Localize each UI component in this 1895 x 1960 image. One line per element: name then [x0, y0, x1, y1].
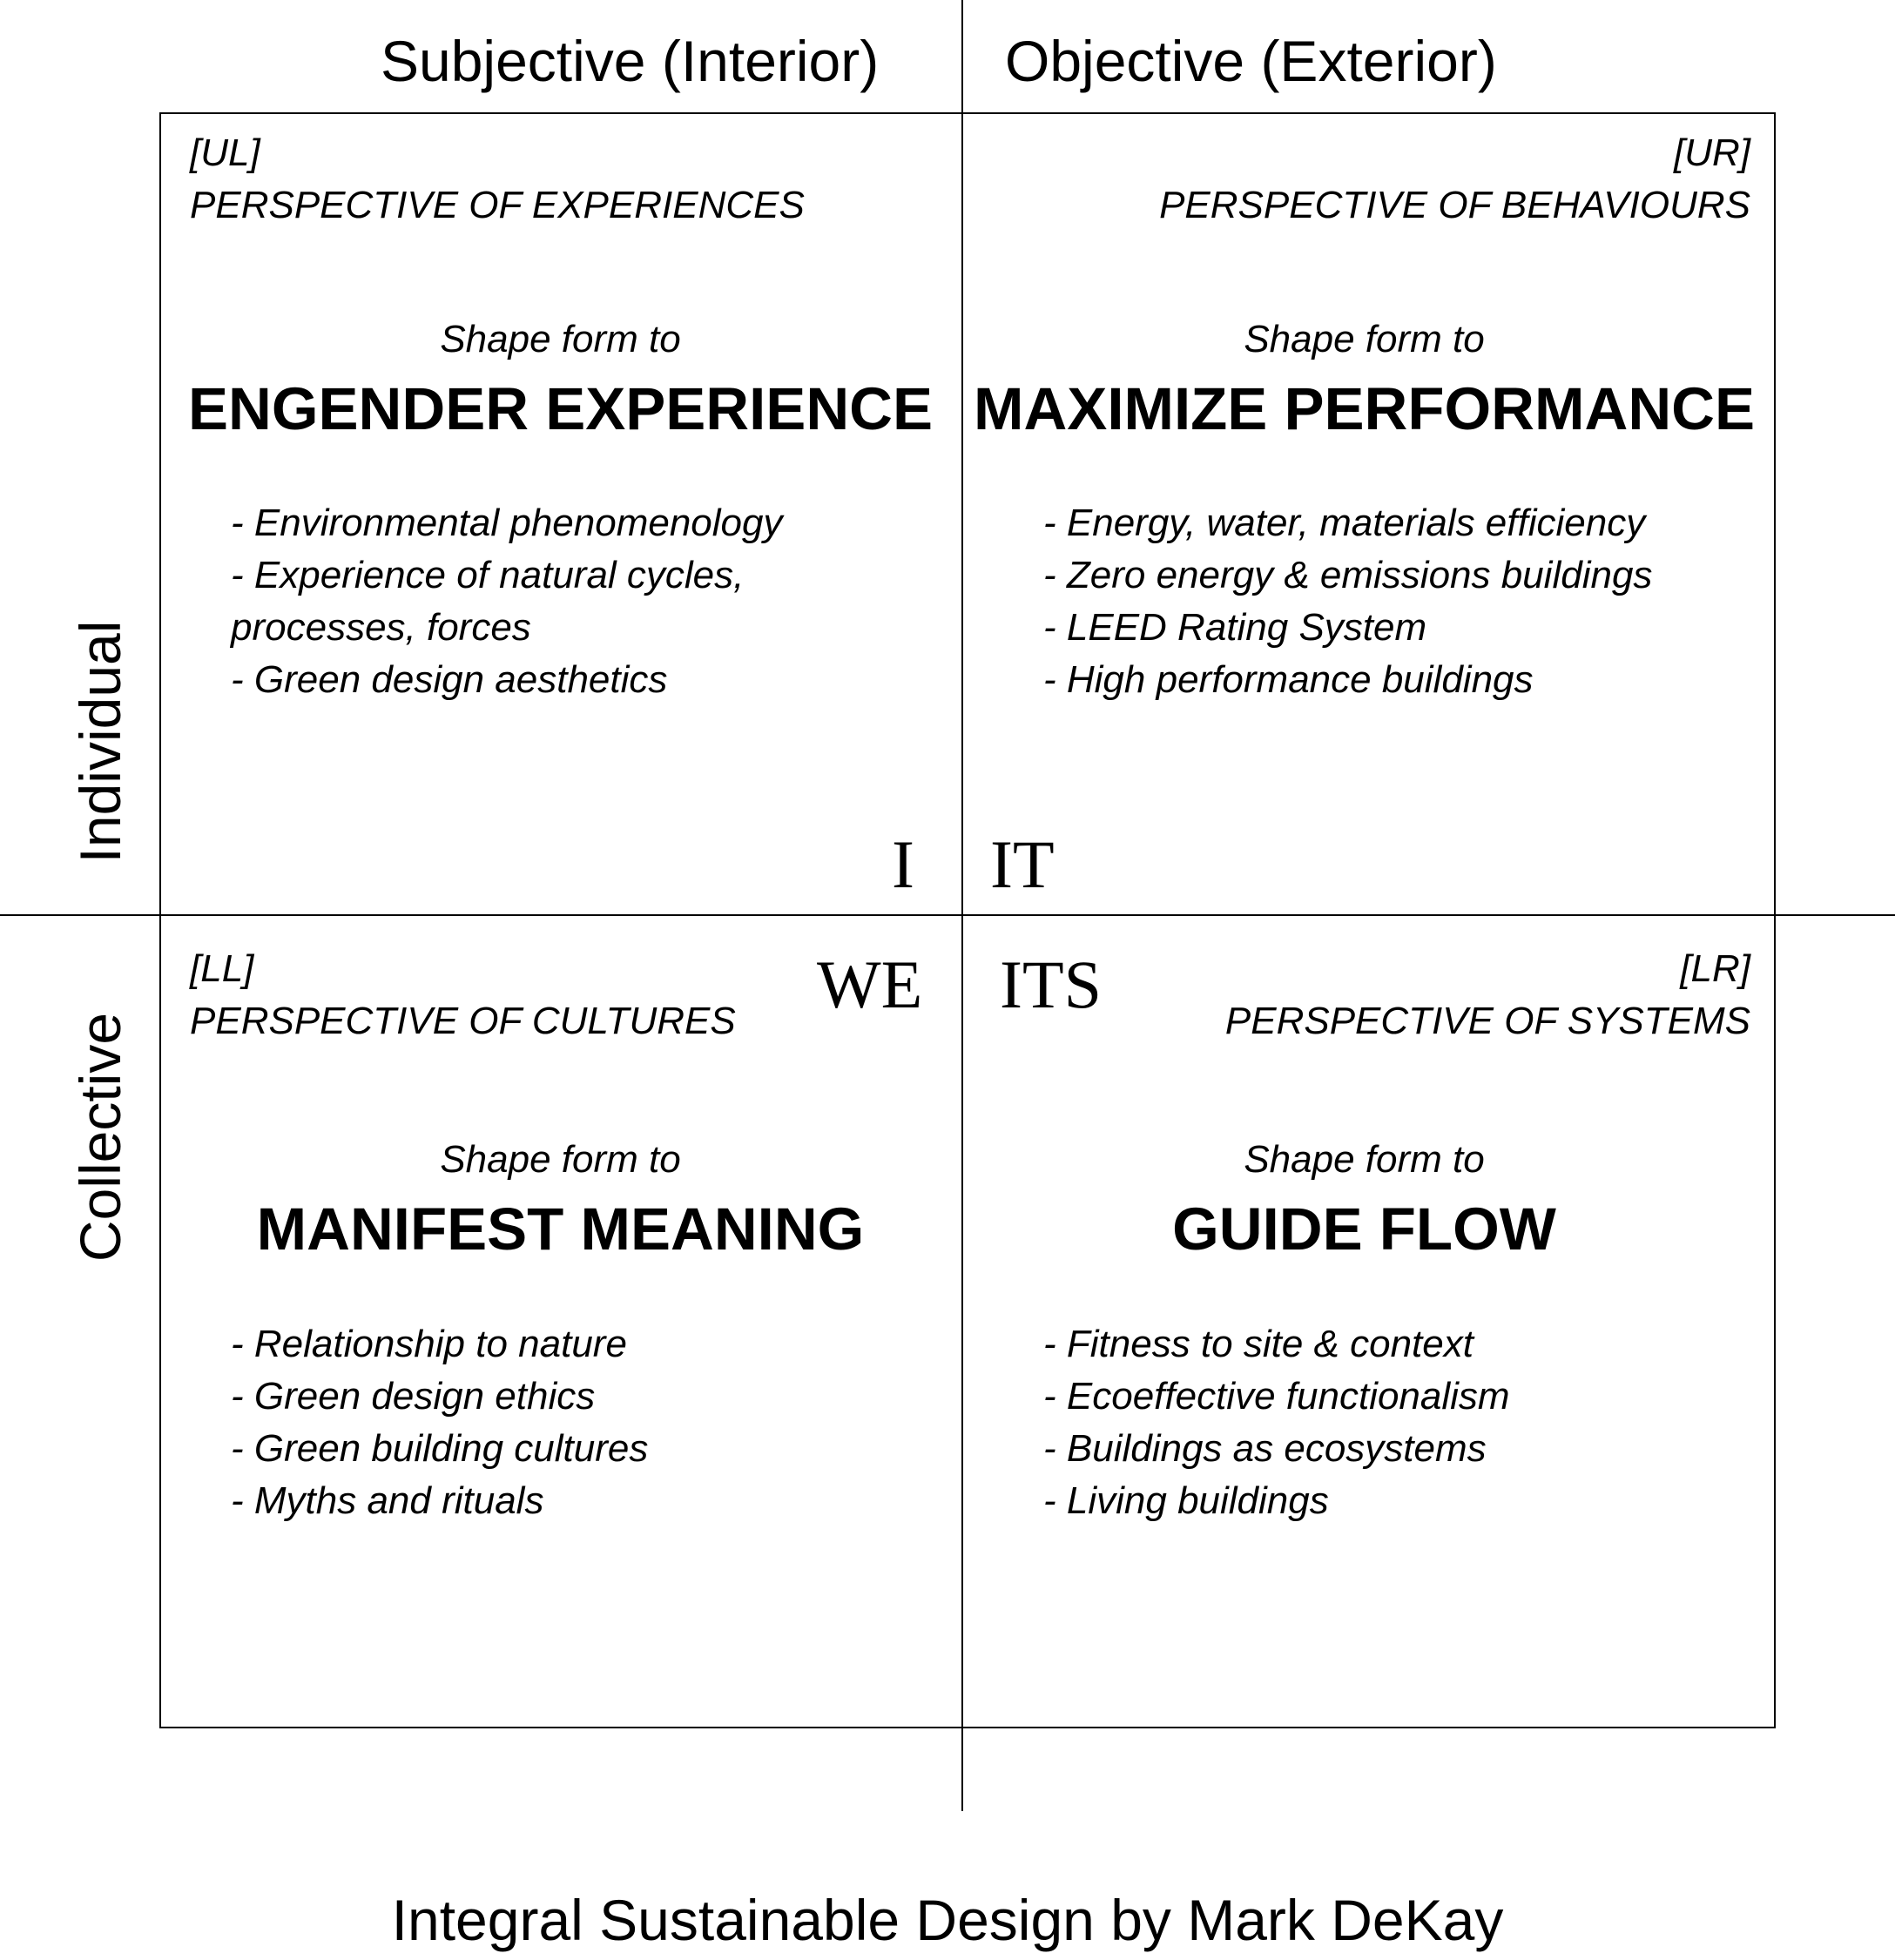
quadrant-frame — [159, 112, 1776, 1728]
quadrant-perspective: PERSPECTIVE OF BEHAVIOURS — [1159, 184, 1750, 226]
quadrant-perspective: PERSPECTIVE OF CULTURES — [190, 1000, 736, 1042]
list-item: - Energy, water, materials efficiency — [1043, 502, 1646, 544]
quadrant-pronoun: ITS — [1000, 946, 1102, 1022]
quadrant-headline: GUIDE FLOW — [1172, 1196, 1556, 1263]
horizontal-axis-line — [0, 914, 1895, 916]
quadrant-intro: Shape form to — [440, 318, 681, 360]
quadrant-code: [LL] — [190, 947, 254, 990]
quadrant-perspective: PERSPECTIVE OF SYSTEMS — [1224, 1000, 1750, 1042]
quadrant-headline: MANIFEST MEANING — [256, 1196, 865, 1263]
diagram-caption: Integral Sustainable Design by Mark DeKa… — [391, 1888, 1504, 1952]
list-item: - High performance buildings — [1043, 658, 1534, 701]
quadrant-pronoun: WE — [817, 946, 923, 1022]
list-item: - Ecoeffective functionalism — [1043, 1375, 1510, 1418]
quadrant-code: [UR] — [1674, 131, 1750, 174]
axis-label-collective: Collective — [68, 1012, 132, 1263]
list-item: - Fitness to site & context — [1043, 1323, 1474, 1365]
quadrant-intro: Shape form to — [440, 1138, 681, 1181]
axis-label-objective: Objective (Exterior) — [1005, 29, 1497, 93]
quadrant-intro: Shape form to — [1244, 318, 1485, 360]
list-item: - Experience of natural cycles, — [231, 554, 745, 596]
quadrant-perspective: PERSPECTIVE OF EXPERIENCES — [190, 184, 805, 226]
quadrant-pronoun: IT — [990, 826, 1055, 902]
list-item: - LEED Rating System — [1043, 606, 1427, 649]
quadrant-item-list: - Energy, water, materials efficiency - … — [1043, 497, 1652, 706]
quadrant-headline: MAXIMIZE PERFORMANCE — [974, 375, 1755, 442]
quadrant-code: [UL] — [190, 131, 260, 174]
list-item: - Zero energy & emissions buildings — [1043, 554, 1653, 596]
quadrant-item-list: - Environmental phenomenology - Experien… — [231, 497, 783, 706]
quadrant-headline: ENGENDER EXPERIENCE — [187, 375, 934, 442]
quadrant-intro: Shape form to — [1244, 1138, 1485, 1181]
list-item: - Green building cultures — [231, 1427, 649, 1470]
list-item: - Living buildings — [1043, 1479, 1329, 1522]
list-item: processes, forces — [231, 606, 531, 649]
quadrant-item-list: - Fitness to site & context - Ecoeffecti… — [1043, 1318, 1510, 1527]
list-item: - Green design ethics — [231, 1375, 596, 1418]
list-item: - Myths and rituals — [231, 1479, 544, 1522]
list-item: - Green design aesthetics — [231, 658, 668, 701]
quadrant-code: [LR] — [1680, 947, 1750, 990]
axis-label-individual: Individual — [68, 620, 132, 864]
axis-label-subjective: Subjective (Interior) — [381, 29, 880, 93]
list-item: - Environmental phenomenology — [231, 502, 783, 544]
list-item: - Relationship to nature — [231, 1323, 627, 1365]
list-item: - Buildings as ecosystems — [1043, 1427, 1487, 1470]
quadrant-item-list: - Relationship to nature - Green design … — [231, 1318, 648, 1527]
vertical-axis-line — [961, 0, 963, 1811]
quadrant-pronoun: I — [892, 826, 914, 902]
